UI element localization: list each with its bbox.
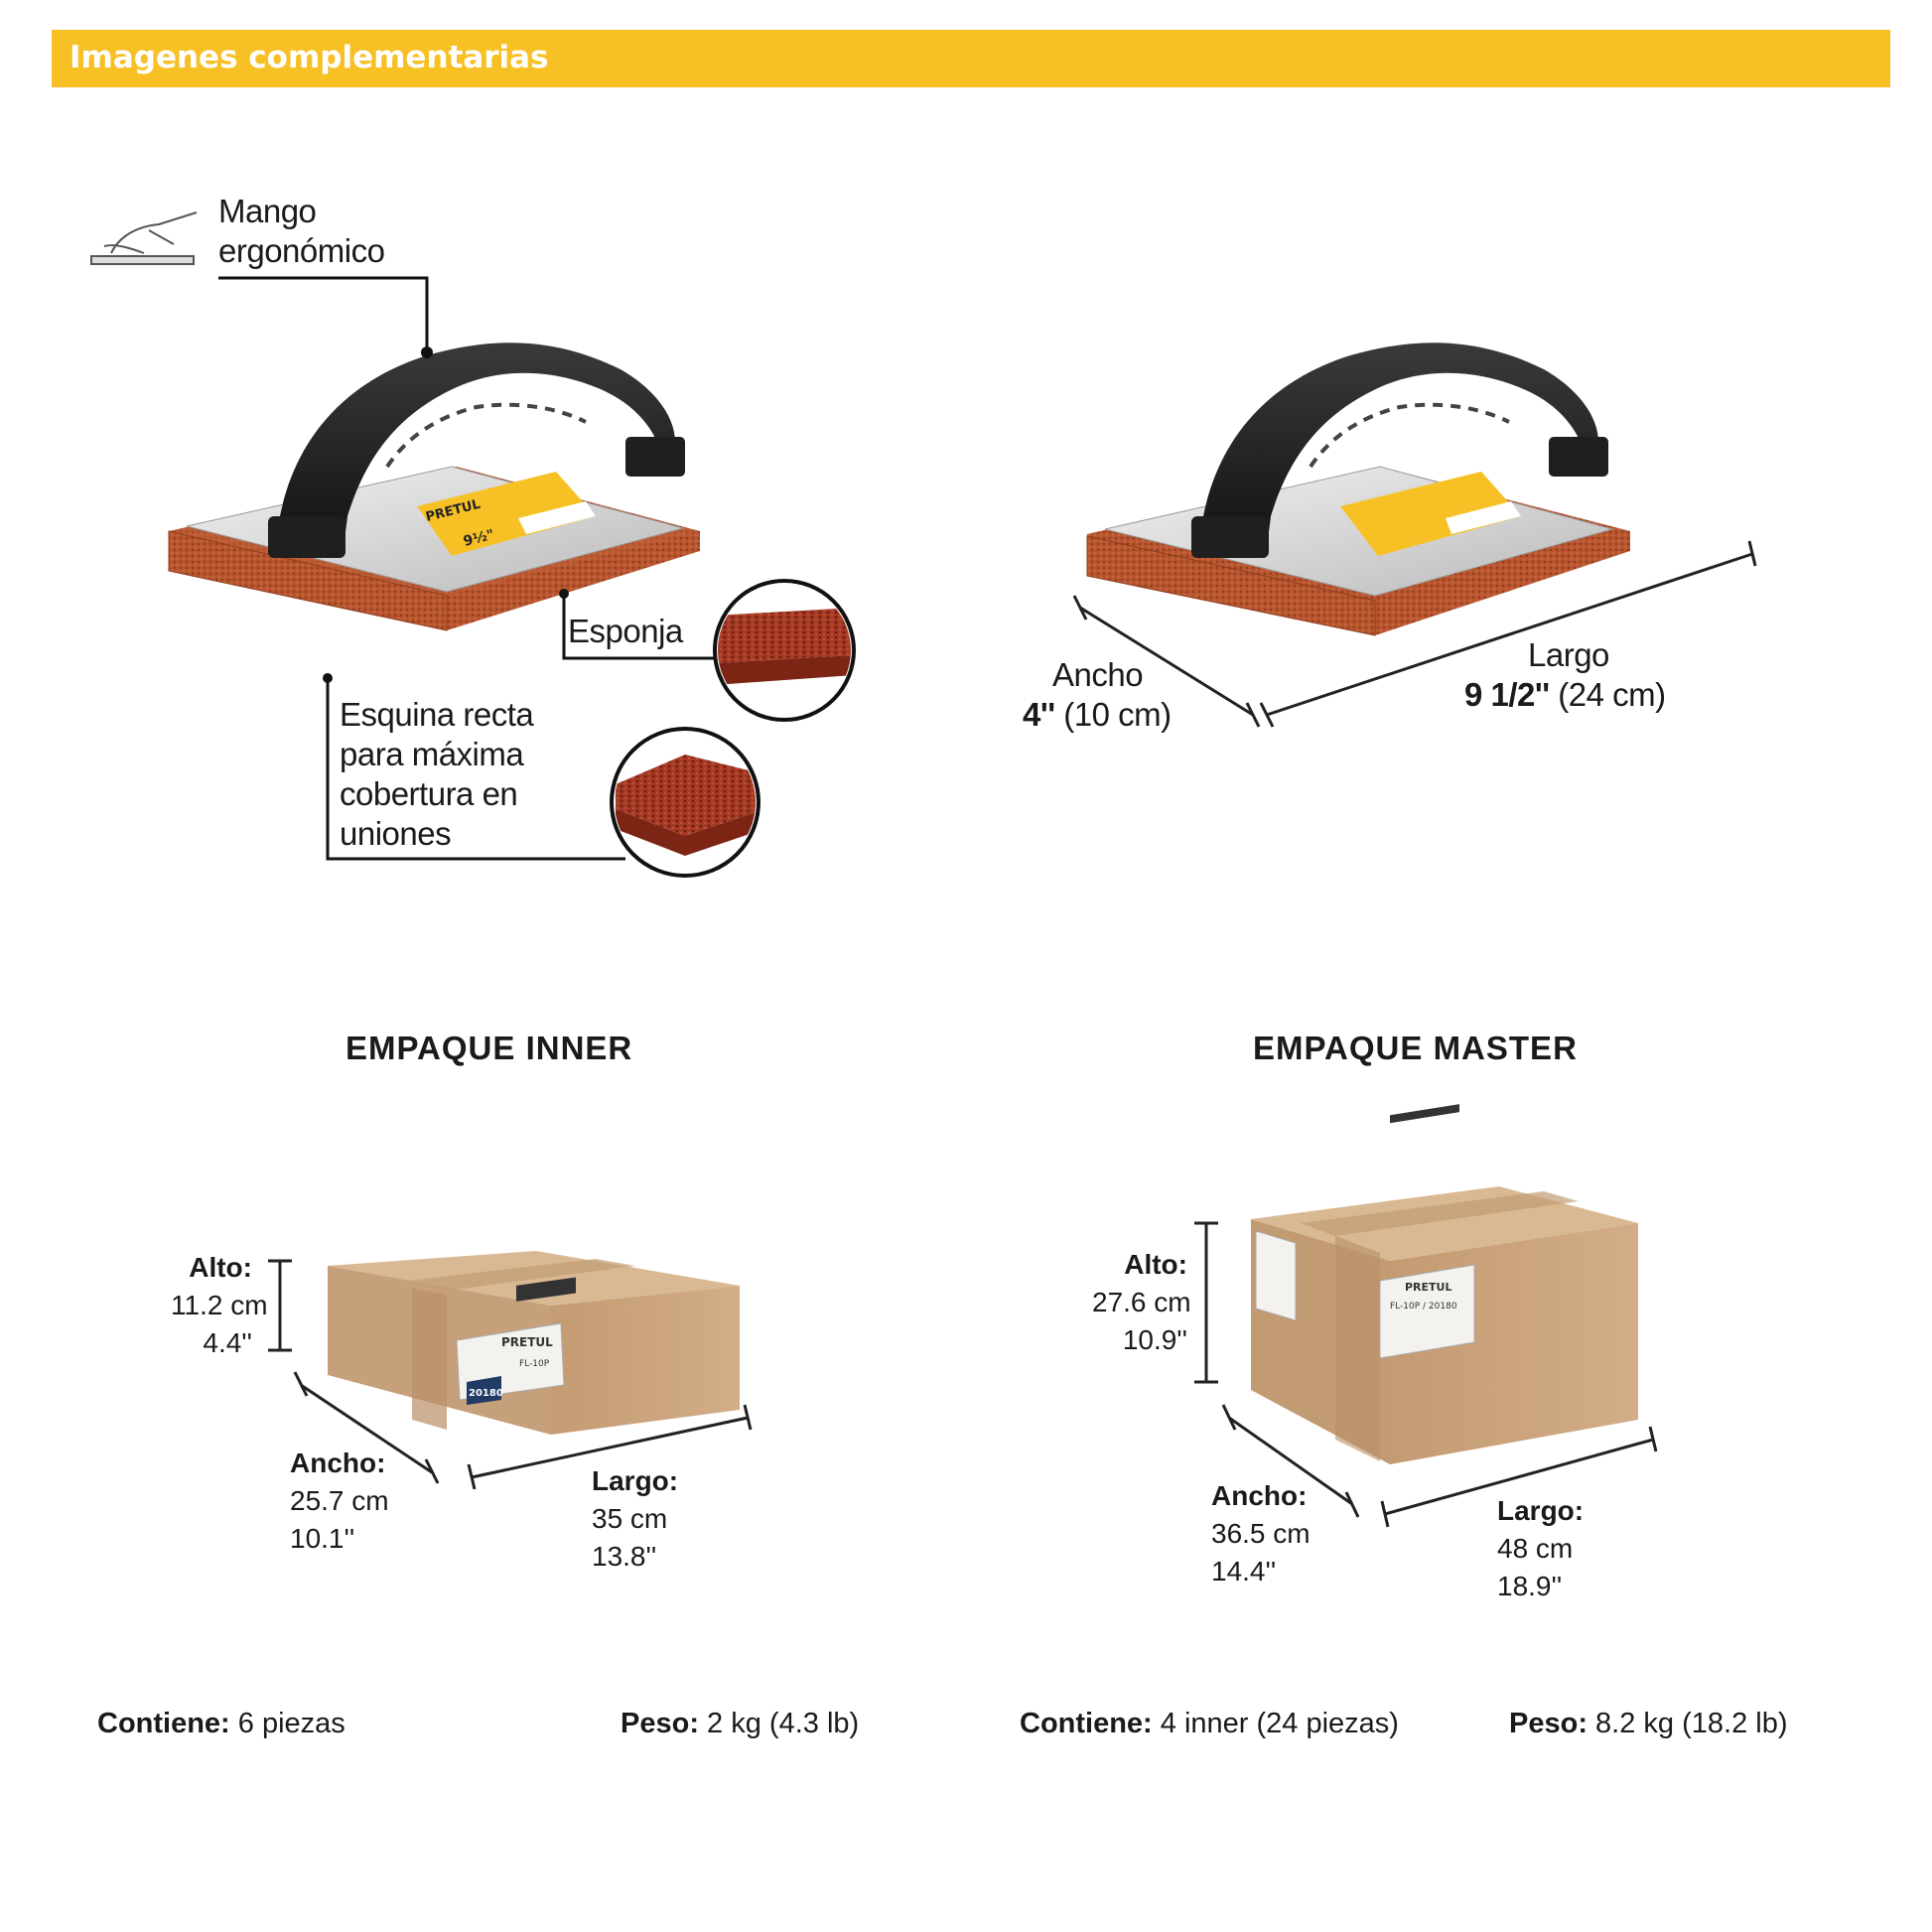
master-largo-in: 18.9'' xyxy=(1497,1571,1563,1601)
inner-box-code: FL-10P xyxy=(519,1359,550,1369)
dimension-length-label: Largo xyxy=(1528,636,1609,673)
master-alto-label: Alto: xyxy=(1124,1249,1187,1280)
inner-alto: Alto: 11.2 cm 4.4'' xyxy=(171,1249,268,1362)
callout-corner xyxy=(323,673,760,878)
master-peso: Peso: 8.2 kg (18.2 lb) xyxy=(1509,1704,1787,1743)
callout-handle-text: Mango ergonómico xyxy=(218,192,385,271)
inner-contiene: Contiene: 6 piezas xyxy=(97,1704,345,1743)
inner-box-brand: PRETUL xyxy=(501,1335,553,1349)
dimension-length: Largo 9 1/2'' (24 cm) xyxy=(1464,635,1666,715)
inner-largo-in: 13.8'' xyxy=(592,1541,657,1572)
callout-corner-line3: cobertura en xyxy=(340,775,518,812)
callout-sponge-text: Esponja xyxy=(568,613,683,649)
inner-contiene-value: 6 piezas xyxy=(229,1708,345,1739)
inner-ancho-in: 10.1'' xyxy=(290,1523,355,1554)
inner-alto-label: Alto: xyxy=(189,1252,252,1283)
inner-title: EMPAQUE INNER xyxy=(345,1030,633,1066)
callout-corner-line2: para máxima xyxy=(340,736,524,772)
dimension-width: Ancho 4'' (10 cm) xyxy=(1023,655,1172,735)
inner-box-number: 20180 xyxy=(469,1388,503,1399)
header-title: Imagenes complementarias xyxy=(69,40,549,75)
dimension-width-label: Ancho xyxy=(1052,656,1144,693)
master-box: PRETUL FL-10P / 20180 xyxy=(1251,1104,1638,1464)
inner-contiene-label: Contiene: xyxy=(97,1708,230,1739)
header-bar: Imagenes complementarias xyxy=(52,30,1890,87)
master-ancho-cm: 36.5 cm xyxy=(1211,1518,1311,1549)
master-alto-in: 10.9'' xyxy=(1122,1324,1187,1355)
master-largo-label: Largo: xyxy=(1497,1495,1585,1526)
float-right xyxy=(1086,343,1630,636)
product-label-size: 9½" xyxy=(462,527,495,550)
master-largo-cm: 48 cm xyxy=(1497,1533,1574,1564)
master-title: EMPAQUE MASTER xyxy=(1253,1030,1578,1066)
dimension-width-value-rest: (10 cm) xyxy=(1054,696,1172,733)
inner-ancho-label: Ancho: xyxy=(290,1448,386,1478)
master-alto-cm: 27.6 cm xyxy=(1092,1287,1191,1317)
inner-ancho: Ancho: 25.7 cm 10.1'' xyxy=(290,1445,389,1558)
master-ancho: Ancho: 36.5 cm 14.4'' xyxy=(1211,1477,1311,1590)
callout-handle-line2: ergonómico xyxy=(218,232,385,269)
hand-icon xyxy=(90,211,198,265)
master-contiene-value: 4 inner (24 piezas) xyxy=(1152,1708,1399,1739)
master-peso-value: 8.2 kg (18.2 lb) xyxy=(1587,1708,1788,1739)
master-largo: Largo: 48 cm 18.9'' xyxy=(1497,1492,1584,1605)
inner-largo-label: Largo: xyxy=(592,1465,679,1496)
inner-largo: Largo: 35 cm 13.8'' xyxy=(592,1462,678,1576)
inner-alto-cm: 11.2 cm xyxy=(171,1290,268,1320)
master-ancho-in: 14.4'' xyxy=(1211,1556,1277,1587)
master-peso-label: Peso: xyxy=(1509,1708,1587,1739)
callout-corner-line1: Esquina recta xyxy=(340,696,534,733)
master-dimension-lines xyxy=(1194,1221,1658,1528)
master-contiene-label: Contiene: xyxy=(1020,1708,1153,1739)
inner-largo-cm: 35 cm xyxy=(592,1503,668,1534)
callout-handle xyxy=(218,276,433,358)
master-box-brand: PRETUL xyxy=(1405,1281,1452,1294)
dimension-lines xyxy=(1072,540,1757,728)
callout-sponge xyxy=(559,579,856,722)
inner-alto-in: 4.4'' xyxy=(203,1327,252,1358)
dimension-length-value-bold: 9 1/2'' xyxy=(1464,676,1550,713)
callout-corner-text: Esquina recta para máxima cobertura en u… xyxy=(340,695,534,854)
dimension-length-value-rest: (24 cm) xyxy=(1549,676,1666,713)
inner-ancho-cm: 25.7 cm xyxy=(290,1485,389,1516)
float-left: PRETUL 9½" xyxy=(168,343,700,631)
inner-dimension-lines xyxy=(268,1259,753,1490)
inner-peso: Peso: 2 kg (4.3 lb) xyxy=(621,1704,859,1743)
inner-box: PRETUL FL-10P 20180 xyxy=(328,1251,740,1435)
callout-handle-line1: Mango xyxy=(218,193,317,229)
master-box-code: FL-10P / 20180 xyxy=(1390,1302,1457,1311)
dimension-width-value-bold: 4'' xyxy=(1023,696,1055,733)
inner-peso-label: Peso: xyxy=(621,1708,699,1739)
master-alto: Alto: 27.6 cm 10.9'' xyxy=(1092,1246,1191,1359)
master-ancho-label: Ancho: xyxy=(1211,1480,1308,1511)
callout-corner-line4: uniones xyxy=(340,815,452,852)
master-contiene: Contiene: 4 inner (24 piezas) xyxy=(1020,1704,1399,1743)
inner-peso-value: 2 kg (4.3 lb) xyxy=(698,1708,860,1739)
